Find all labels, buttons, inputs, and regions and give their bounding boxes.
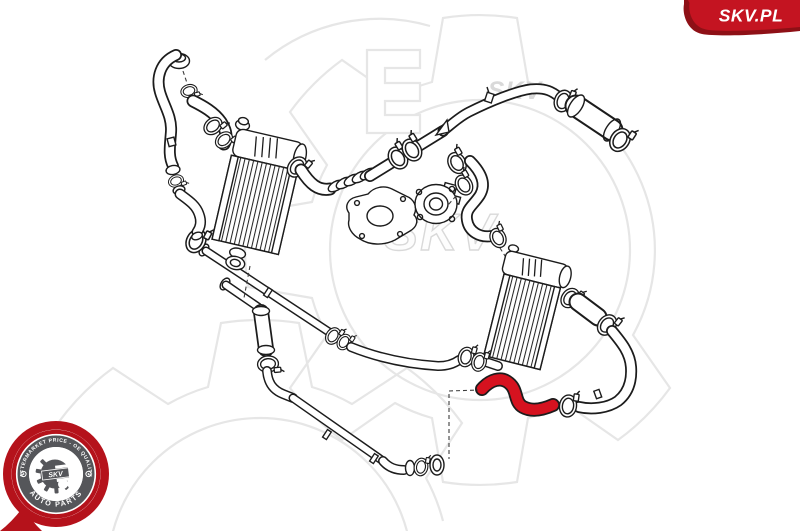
hose-clip — [592, 388, 603, 400]
assembly-dash-line — [243, 265, 251, 299]
assembly-dash-lines — [448, 389, 479, 459]
watermark-gear-small-inner — [111, 416, 409, 531]
brand-banner: SKV.PL — [683, 0, 800, 36]
badge-side-gear-left — [20, 470, 27, 478]
lower-charge-pipe-upper — [181, 219, 459, 366]
right-intercooler — [482, 244, 572, 371]
badge-side-gear-right — [85, 470, 92, 478]
throttle-body-assembly — [346, 143, 478, 245]
top-left-hose-assembly — [159, 54, 241, 241]
watermark-slots-icon — [365, 48, 422, 135]
hose-tab — [434, 118, 450, 137]
watermark-gear-large-inner — [328, 98, 632, 402]
gasket-bracket — [346, 186, 418, 245]
hose-clip — [483, 91, 495, 104]
upper-hose-run — [282, 81, 640, 195]
badge-gear-icon: SKV — [35, 459, 74, 494]
lower-charge-pipe-lower — [219, 277, 445, 478]
badge: AFTERMARKET PRICE - OE QUALITY AUTO PART… — [0, 421, 109, 531]
highlighted-hose — [482, 379, 553, 409]
watermark-gear-large — [243, 13, 672, 487]
badge-skv-label: SKV — [48, 471, 64, 480]
throttle-body — [414, 183, 458, 225]
brand-logo-text: SKV.PL — [719, 6, 784, 26]
right-hose-run — [556, 280, 631, 419]
hose-clamp — [557, 387, 581, 419]
watermark-arc-top — [264, 17, 431, 61]
left-intercooler — [211, 116, 308, 271]
watermark: SKV SKV — [56, 13, 672, 531]
